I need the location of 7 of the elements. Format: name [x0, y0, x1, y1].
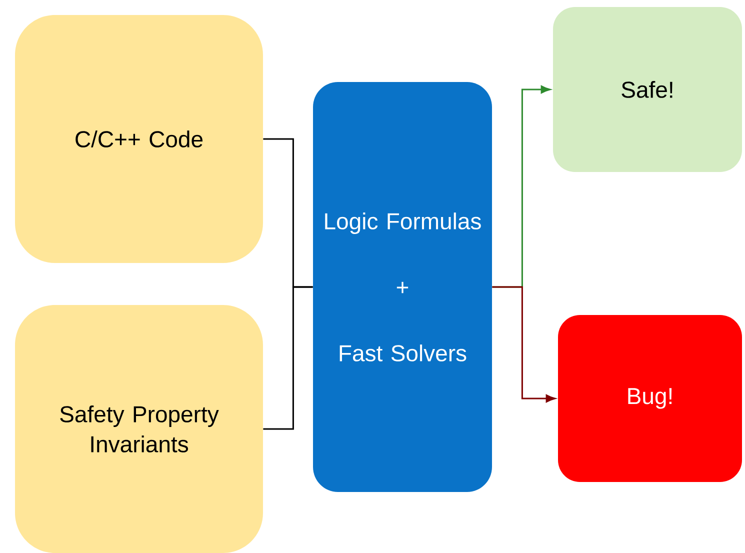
result-box: Safe! — [553, 6, 742, 172]
process-box: Logic Formulas + Fast Solvers — [313, 82, 492, 492]
result-box: Bug! — [558, 314, 742, 482]
connector — [263, 286, 313, 430]
connector — [492, 286, 556, 402]
input-box: Safety Property Invariants — [15, 304, 263, 553]
input-box: C/C++ Code — [15, 15, 263, 263]
